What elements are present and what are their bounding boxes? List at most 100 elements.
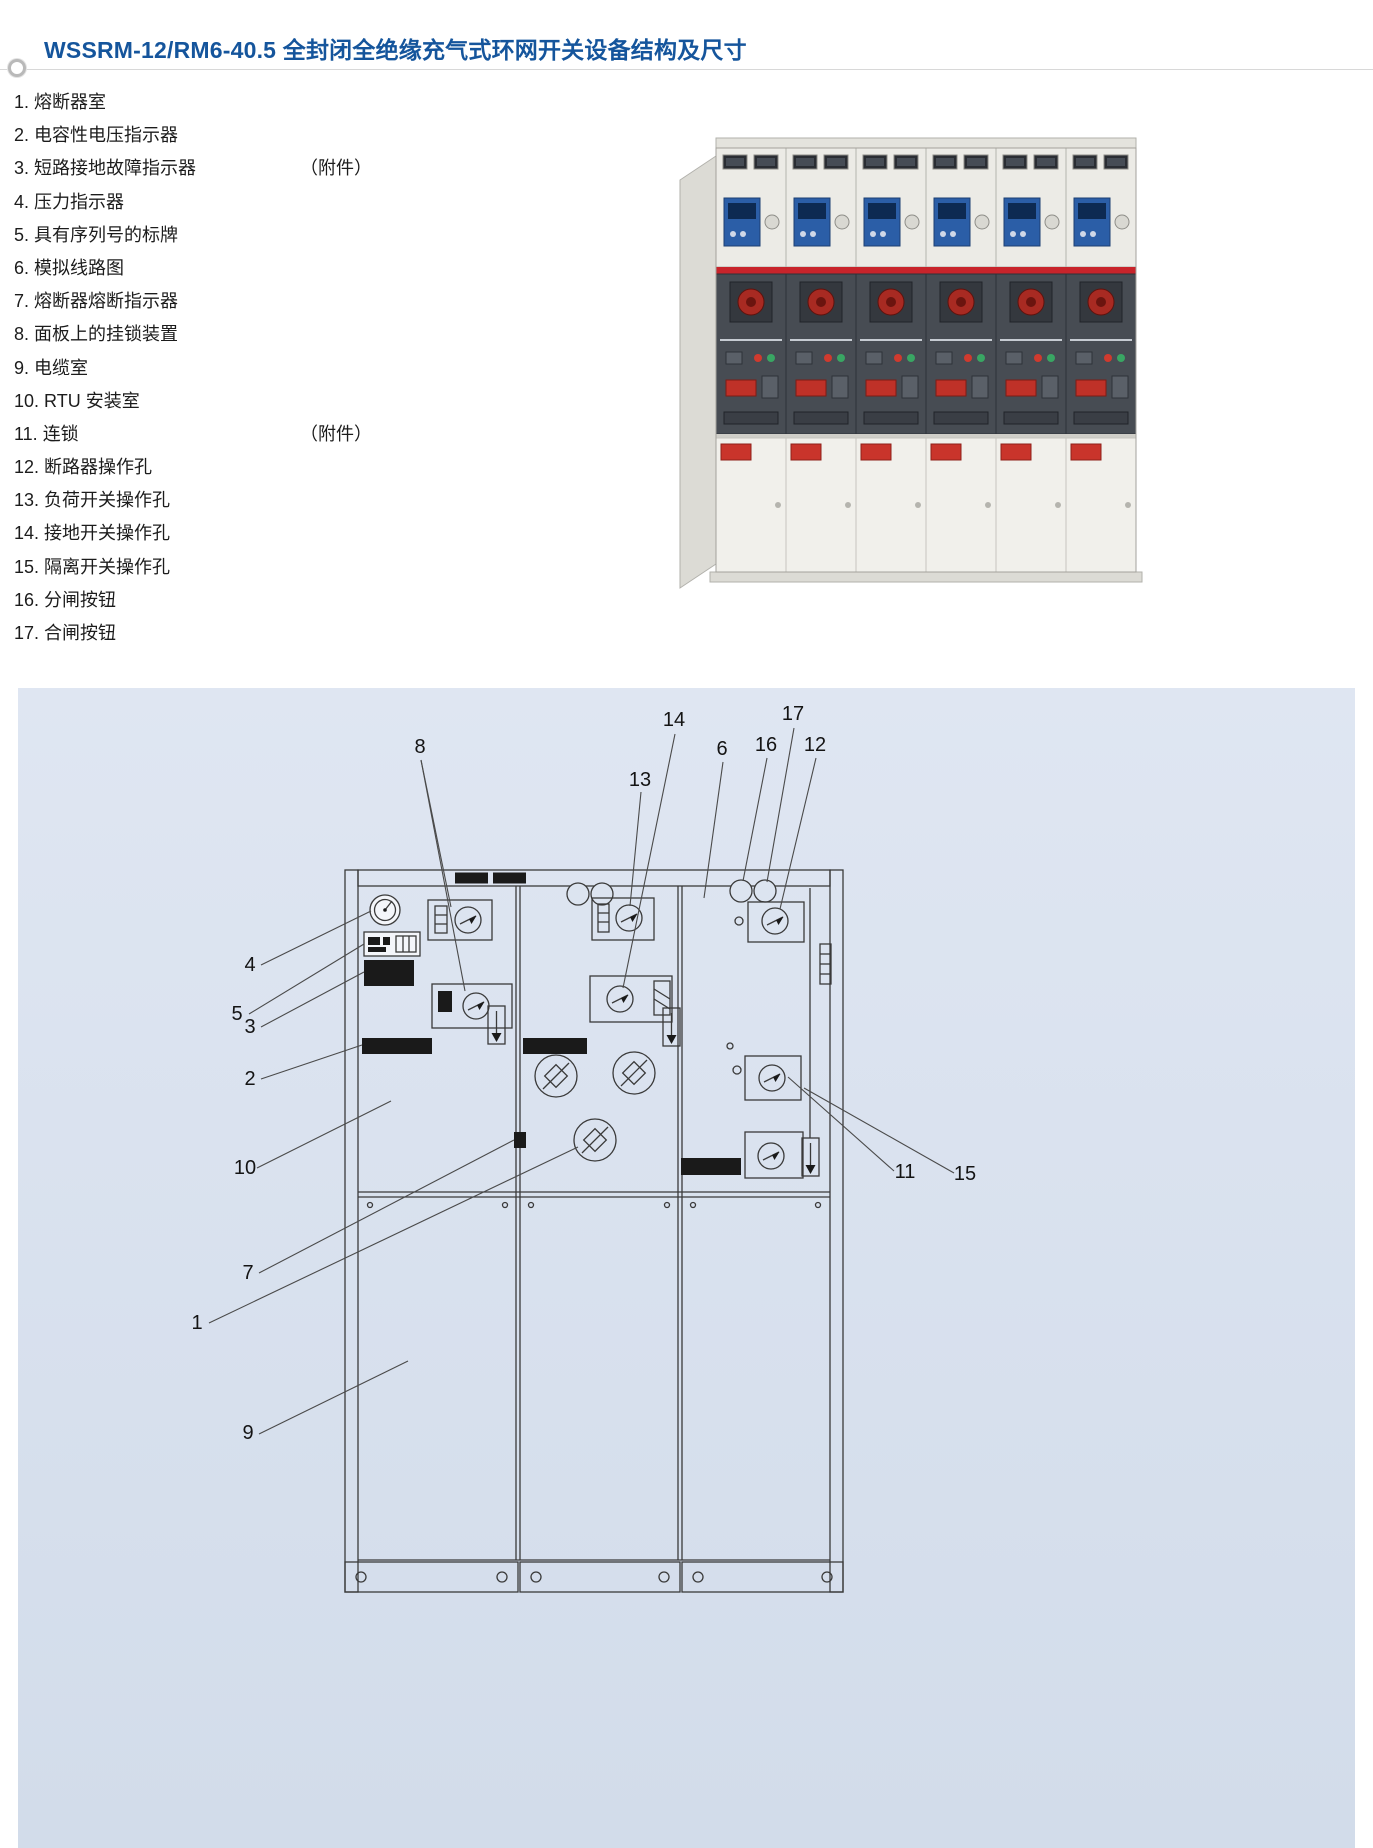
part-note: （附件） — [300, 158, 372, 179]
diagram-panel: 1 2 3 4 5 6 7 8 9 10 11 12 13 14 15 16 1… — [18, 688, 1355, 1848]
part-label: 3. 短路接地故障指示器 — [14, 158, 197, 179]
part-note: （附件） — [300, 423, 372, 444]
callout-12: 12 — [804, 734, 826, 756]
instrument-panel — [1065, 147, 1137, 268]
parts-list-item: 10. RTU 安装室 — [14, 385, 484, 418]
middle-fuse-unit — [514, 897, 681, 1162]
part-label: 17. 合闸按钮 — [14, 623, 117, 643]
callout-16: 16 — [755, 734, 777, 756]
cable-door — [785, 437, 857, 573]
callout-6: 6 — [716, 738, 727, 760]
parts-list-item: 3. 短路接地故障指示器 （附件） — [14, 152, 484, 185]
fuse-blown-indicator — [514, 1132, 526, 1148]
instrument-panel — [995, 147, 1067, 268]
padlock-box-lower — [431, 983, 513, 1045]
door-row — [715, 437, 1137, 573]
left-feeder-unit — [362, 894, 513, 1054]
part-label: 12. 断路器操作孔 — [14, 457, 153, 478]
serial-nameplate — [363, 931, 421, 957]
fuse-chamber-holes — [534, 1051, 656, 1162]
parts-list-item: 4. 压力指示器 — [14, 186, 484, 219]
instrument-panel — [855, 147, 927, 268]
switch-row — [715, 273, 1137, 435]
header-divider — [0, 69, 1373, 70]
parts-list-item: 2. 电容性电压指示器 — [14, 119, 484, 152]
callout-8: 8 — [414, 736, 425, 758]
parts-list-item: 1. 熔断器室 — [14, 86, 484, 119]
part-label: 1. 熔断器室 — [14, 92, 107, 112]
mid-button — [590, 882, 614, 906]
right-rail — [829, 869, 844, 1593]
cabinet-base — [709, 571, 1143, 583]
breaker-operation-hole — [734, 901, 805, 943]
part-label: 15. 隔离开关操作孔 — [14, 556, 171, 577]
binder-ring-icon — [8, 59, 26, 77]
cable-door — [995, 437, 1067, 573]
base-section — [681, 1561, 844, 1593]
parts-list-item: 8. 面板上的挂锁装置 — [14, 318, 484, 351]
parts-list-item: 14. 接地开关操作孔 — [14, 517, 484, 550]
parts-list-item: 13. 负荷开关操作孔 — [14, 484, 484, 517]
door-row-divider — [716, 434, 1136, 438]
product-photo-graphic — [679, 137, 1143, 589]
cabinet-top-edge — [715, 137, 1137, 149]
switch-compartment — [715, 273, 787, 435]
part-label: 10. RTU 安装室 — [14, 390, 140, 411]
parts-list-item: 11. 连锁 （附件） — [14, 418, 484, 451]
load-switch-operation-hole — [591, 897, 655, 941]
cable-door — [715, 437, 787, 573]
cabinet-outline — [344, 869, 844, 1593]
cable-door — [855, 437, 927, 573]
callout-10: 10 — [234, 1157, 256, 1179]
close-button — [753, 879, 777, 903]
switch-compartment — [995, 273, 1067, 435]
parts-list-item: 17. 合闸按钮 — [14, 617, 484, 650]
part-label: 8. 面板上的挂锁装置 — [14, 324, 179, 345]
parts-list-item: 6. 模拟线路图 — [14, 252, 484, 285]
parts-list-item: 15. 隔离开关操作孔 — [14, 551, 484, 584]
instrument-panel — [785, 147, 857, 268]
cable-door — [1065, 437, 1137, 573]
switch-compartment — [1065, 273, 1137, 435]
cable-door — [925, 437, 997, 573]
part-label: 6. 模拟线路图 — [14, 257, 125, 278]
part-label: 4. 压力指示器 — [14, 191, 125, 212]
switch-compartment — [855, 273, 927, 435]
fault-indicator-display — [364, 960, 414, 986]
callout-14: 14 — [663, 709, 685, 731]
structure-diagram: 1 2 3 4 5 6 7 8 9 10 11 12 13 14 15 16 1… — [191, 703, 976, 1593]
parts-list-item: 9. 电缆室 — [14, 352, 484, 385]
open-button — [729, 879, 753, 903]
padlock-box-upper — [427, 899, 493, 941]
isolator-operation-hole — [732, 1055, 802, 1101]
callout-7: 7 — [242, 1262, 253, 1284]
parts-list-item: 16. 分闸按钮 — [14, 584, 484, 617]
red-stripe — [716, 267, 1136, 274]
instrument-panel — [715, 147, 787, 268]
interlock-widget — [819, 943, 832, 985]
parts-list-item: 5. 具有序列号的标牌 — [14, 219, 484, 252]
lower-operation-hole — [744, 1131, 804, 1179]
callout-9: 9 — [242, 1422, 253, 1444]
parts-list: 1. 熔断器室 2. 电容性电压指示器 3. 短路接地故障指示器 （附件） 4. … — [14, 86, 484, 650]
callout-11: 11 — [895, 1161, 916, 1183]
part-label: 11. 连锁 — [14, 423, 79, 444]
part-label: 5. 具有序列号的标牌 — [14, 224, 179, 245]
part-label: 16. 分闸按钮 — [14, 589, 117, 610]
callout-1: 1 — [191, 1312, 202, 1334]
parts-list-item: 12. 断路器操作孔 — [14, 451, 484, 484]
parts-list-item: 7. 熔断器熔断指示器 — [14, 285, 484, 318]
base-section — [519, 1561, 681, 1593]
callout-17: 17 — [782, 703, 804, 725]
part-label: 13. 负荷开关操作孔 — [14, 490, 171, 511]
earthing-switch-operation-hole — [589, 975, 681, 1047]
callout-5: 5 — [231, 1003, 242, 1025]
switch-compartment — [785, 273, 857, 435]
base-section — [344, 1561, 519, 1593]
right-breaker-unit — [681, 888, 832, 1179]
voltage-indicator-display-right — [681, 1158, 741, 1175]
callout-4: 4 — [244, 954, 255, 976]
page-title: WSSRM-12/RM6-40.5 全封闭全绝缘充气式环网开关设备结构及尺寸 — [44, 37, 747, 63]
voltage-indicator-display-mid — [523, 1038, 587, 1054]
